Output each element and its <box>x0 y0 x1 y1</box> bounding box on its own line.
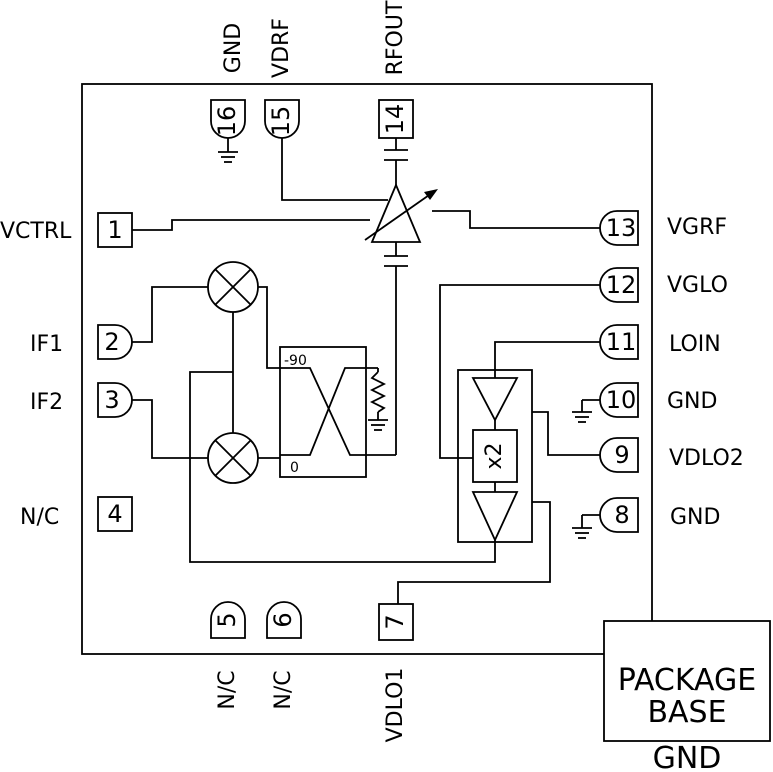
pin-14: 14 <box>378 99 414 139</box>
pin-10: 10 <box>599 382 639 418</box>
svg-text:5: 5 <box>213 612 241 627</box>
chip-outline <box>81 83 653 655</box>
pin-8-label: GND <box>670 505 720 530</box>
svg-text:8: 8 <box>614 501 629 529</box>
pin-6-label: N/C <box>271 670 296 709</box>
package-base-ground: GND <box>653 741 722 772</box>
svg-text:15: 15 <box>267 106 295 137</box>
hybrid-port-90: -90 <box>284 353 307 369</box>
pin-13: 13 <box>599 210 639 246</box>
svg-text:13: 13 <box>606 214 637 242</box>
svg-text:2: 2 <box>104 328 119 356</box>
svg-text:7: 7 <box>381 614 409 629</box>
pin-12: 12 <box>599 267 639 303</box>
pin-3-label: IF2 <box>30 390 63 415</box>
pin-2: 2 <box>97 324 133 360</box>
pin-16-label: GND <box>221 23 246 73</box>
mixer-upper <box>207 261 259 313</box>
hybrid-port-0: 0 <box>290 460 299 476</box>
lo-amp-upper <box>471 377 519 422</box>
pin-10-label: GND <box>667 389 717 414</box>
pin-16: 16 <box>210 99 246 139</box>
pin-4-label: N/C <box>20 505 59 530</box>
pin-9: 9 <box>599 437 639 473</box>
pin-1-label: VCTRL <box>0 219 72 244</box>
svg-text:14: 14 <box>381 104 409 135</box>
pin-15-label: VDRF <box>269 18 294 78</box>
pin-12-label: VGLO <box>667 273 728 298</box>
pin-6: 6 <box>266 601 302 639</box>
svg-text:3: 3 <box>104 386 119 414</box>
output-capacitor <box>384 149 408 161</box>
input-capacitor <box>384 255 408 267</box>
pin-11-label: LOIN <box>669 332 721 357</box>
pin-1: 1 <box>97 212 133 248</box>
svg-text:4: 4 <box>107 500 122 528</box>
quadrature-hybrid <box>279 346 367 478</box>
pin-3: 3 <box>97 382 133 418</box>
package-base-line1: PACKAGE <box>618 663 756 698</box>
pin-5: 5 <box>210 601 246 639</box>
pin-5-label: N/C <box>215 670 240 709</box>
svg-text:10: 10 <box>606 386 637 414</box>
package-base-box <box>603 620 771 742</box>
svg-text:12: 12 <box>606 271 637 299</box>
pin-7: 7 <box>378 603 414 641</box>
pin-7-label: VDLO1 <box>383 668 408 743</box>
pin-13-label: VGRF <box>667 215 727 240</box>
package-base-line2: BASE <box>647 695 726 730</box>
svg-text:1: 1 <box>107 216 122 244</box>
lo-amp-lower <box>471 491 519 543</box>
pin-2-label: IF1 <box>30 332 63 357</box>
pin-15: 15 <box>264 99 300 139</box>
svg-text:9: 9 <box>614 441 629 469</box>
pin-4: 4 <box>97 496 133 532</box>
wiring <box>132 138 600 604</box>
multiplier-label: x2 <box>482 442 507 469</box>
pin-11: 11 <box>599 324 639 360</box>
pin-8: 8 <box>599 497 639 533</box>
svg-text:6: 6 <box>269 612 297 627</box>
svg-text:11: 11 <box>606 328 637 356</box>
pin-9-label: VDLO2 <box>669 446 744 471</box>
pin-14-label: RFOUT <box>383 0 408 75</box>
rf-amplifier <box>364 182 438 243</box>
mixer-lower <box>207 432 259 484</box>
svg-text:16: 16 <box>213 106 241 137</box>
